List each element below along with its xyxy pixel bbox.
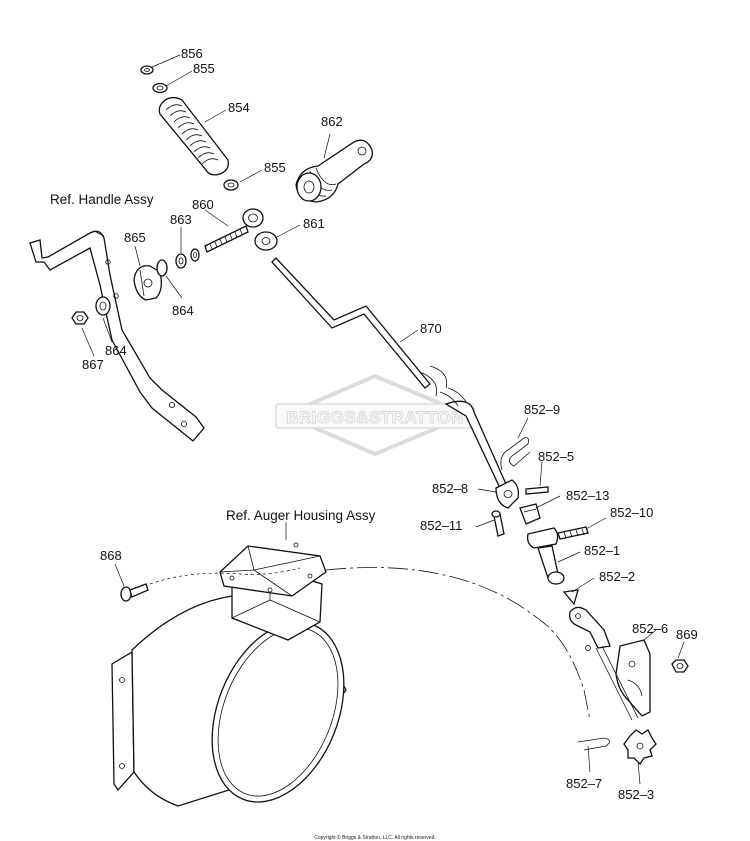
control-rod-870: [271, 257, 507, 489]
threaded-rod-860: [204, 208, 264, 253]
handle-grip-854: [158, 96, 229, 176]
callout-865: 865: [124, 230, 146, 245]
washers-855-856-top: [140, 65, 168, 94]
callout-852-10: 852–10: [610, 505, 653, 520]
callout-864-left: 864: [105, 343, 127, 358]
callout-852-11: 852–11: [420, 518, 462, 533]
callout-868: 868: [100, 548, 122, 563]
pivot-bracket-865: [133, 265, 162, 301]
leader-lines: [81, 54, 685, 785]
callout-864-right: 864: [172, 303, 194, 318]
callout-852-13: 852–13: [566, 488, 609, 503]
auger-housing: [111, 542, 347, 807]
callout-855-top: 855: [193, 61, 215, 76]
callout-862: 862: [321, 114, 343, 129]
callout-870: 870: [420, 321, 442, 336]
copyright-text: Copyright © Briggs & Stratton, LLC. All …: [314, 834, 436, 841]
callout-852-1: 852–1: [584, 543, 620, 558]
ref-handle-assy-label: Ref. Handle Assy: [50, 192, 154, 207]
nut-867-washer-864: [71, 296, 111, 325]
handle-assembly: [29, 230, 205, 442]
washer-855-lower: [223, 179, 239, 191]
callout-852-5: 852–5: [538, 449, 574, 464]
callout-860: 860: [192, 197, 214, 212]
briggs-stratton-watermark: BRIGGS&STRATTON: [275, 373, 475, 457]
rotation-arc: [149, 567, 591, 721]
callout-852-7: 852–7: [566, 776, 602, 791]
callout-861: 861: [303, 216, 325, 231]
callout-852-2: 852–2: [599, 569, 635, 584]
callout-867: 867: [82, 357, 104, 372]
knob-862: [295, 139, 373, 203]
callout-852-8: 852–8: [432, 481, 468, 496]
callout-852-9: 852–9: [524, 402, 560, 417]
callout-855-lower: 855: [264, 160, 286, 175]
linkage-852-parts: [491, 437, 689, 766]
callout-854: 854: [228, 100, 250, 115]
callout-869: 869: [676, 627, 698, 642]
callout-863: 863: [170, 212, 192, 227]
washer-861: [254, 231, 278, 251]
washers-863-864: [156, 248, 200, 277]
callout-856: 856: [181, 46, 203, 61]
screw-868: [120, 583, 149, 602]
ref-auger-housing-assy-label: Ref. Auger Housing Assy: [226, 508, 376, 523]
watermark-text: BRIGGS&STRATTON: [286, 408, 464, 427]
callout-852-3: 852–3: [618, 787, 654, 802]
callout-852-6: 852–6: [632, 621, 668, 636]
